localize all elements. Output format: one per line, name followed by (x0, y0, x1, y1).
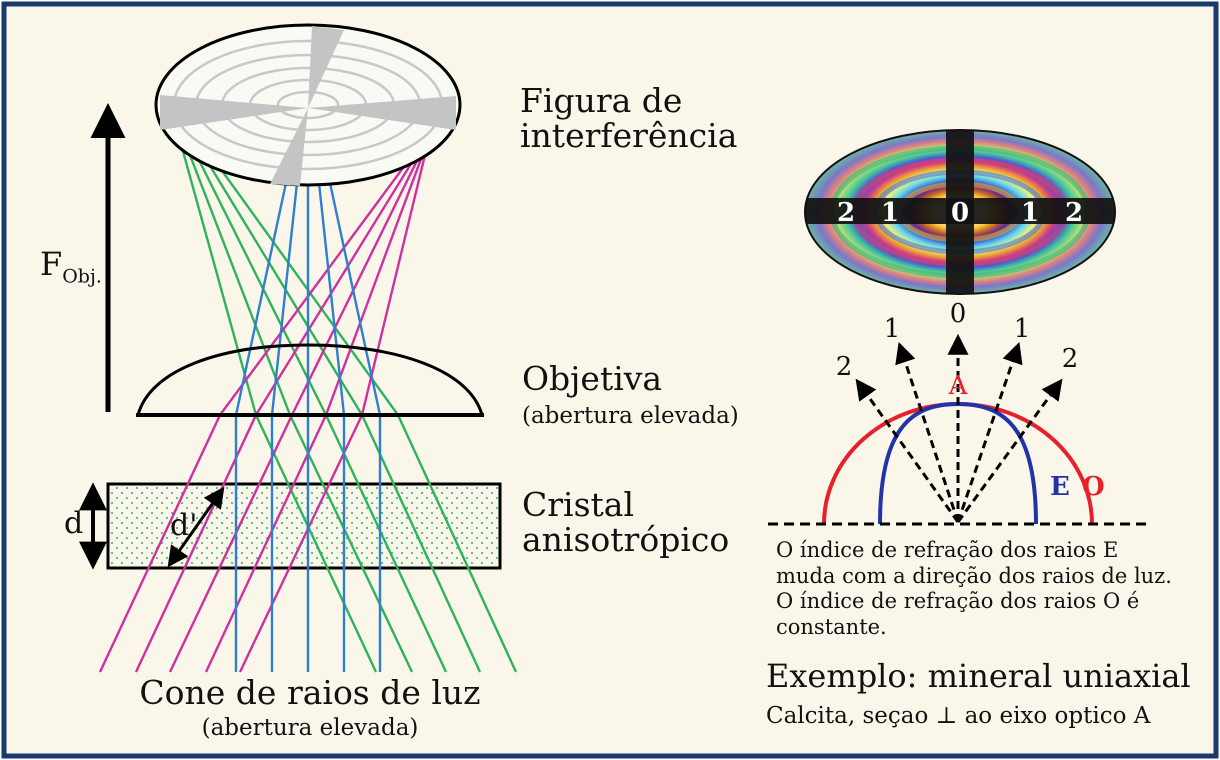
example-title: Exemplo: mineral uniaxial (766, 657, 1191, 695)
indicatrix-ray-1-right (956, 342, 1023, 523)
iso-order-0: 0 (951, 198, 969, 228)
crystal-label-line2: anisotrópico (522, 519, 730, 559)
interference-label: Figura de interferência (520, 81, 738, 155)
objective-sublabel: (abertura elevada) (522, 403, 739, 429)
refraction-note-line4: constante. (776, 614, 887, 639)
isogyre-horizontal (160, 95, 308, 130)
example-subtitle: Calcita, seçao ⊥ ao eixo optico A (766, 703, 1151, 729)
axis-label-a: A (948, 371, 969, 401)
objective-lens (136, 343, 484, 417)
objective-label: Objetiva (522, 359, 663, 398)
refraction-note-line2: muda com a direção dos raios de luz. (776, 563, 1172, 588)
crystal-label-line1: Cristal (522, 485, 635, 524)
isochrome-figure (804, 129, 1116, 295)
cone-sublabel: (abertura elevada) (201, 715, 419, 741)
iso-order-2-right: 2 (1065, 198, 1083, 228)
focal-length-label: FObj. (40, 245, 102, 288)
indicatrix-rays (855, 333, 1063, 523)
iso-order-1-right: 1 (1021, 198, 1039, 228)
indicatrix-ray-1-left (895, 342, 960, 523)
refraction-note-line3: O índice de refração dos raios O é (776, 589, 1140, 614)
iso-order-1-left: 1 (881, 198, 899, 228)
crystal-label: Cristal anisotrópico (522, 485, 730, 559)
path-length-arrow (167, 486, 225, 568)
path-length-label: d' (170, 508, 198, 543)
o-ray-label: O (1082, 472, 1105, 502)
crystal-slab (106, 482, 502, 570)
interference-label-line2: interferência (520, 115, 738, 155)
focal-length-main: F (40, 245, 63, 283)
isogyre-vertical (308, 26, 344, 108)
interference-disk (154, 23, 462, 187)
ray-order-1-left: 1 (884, 314, 901, 344)
indicatrix-ray-2-left (855, 378, 960, 523)
ray-order-2-right: 2 (1062, 344, 1079, 374)
ray-order-1-right: 1 (1014, 314, 1031, 344)
refraction-note: O índice de refração dos raios E muda co… (776, 538, 1172, 640)
refraction-note-line1: O índice de refração dos raios E (776, 538, 1119, 562)
iso-order-2-left: 2 (837, 198, 855, 228)
ray-order-0: 0 (950, 299, 967, 329)
indicatrix-ray-2-right (956, 378, 1063, 523)
interference-label-line1: Figura de (520, 81, 683, 120)
ray-order-2-left: 2 (836, 352, 853, 382)
focal-length-sub: Obj. (62, 265, 102, 288)
e-ray-label: E (1050, 472, 1070, 502)
thickness-label: d (64, 506, 84, 541)
cone-label: Cone de raios de luz (139, 673, 481, 712)
